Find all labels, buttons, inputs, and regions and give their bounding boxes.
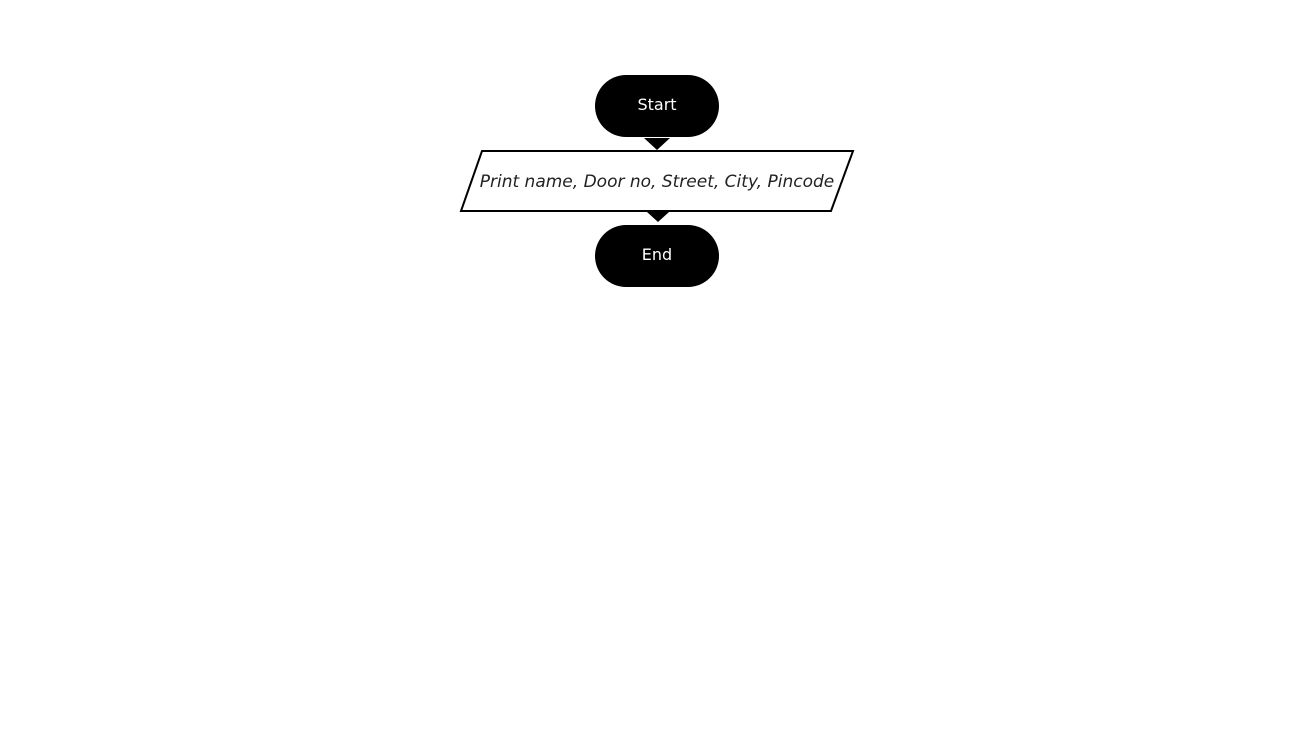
io-node[interactable]: Print name, Door no, Street, City, Pinco… (459, 150, 855, 212)
arrow-start-to-io (644, 138, 670, 150)
start-node[interactable]: Start (595, 75, 719, 137)
end-node-shape (595, 225, 719, 287)
end-node-label: End (642, 245, 672, 264)
start-node-shape (595, 75, 719, 137)
arrow-io-to-end (647, 212, 669, 222)
io-node-label: Print name, Door no, Street, City, Pinco… (480, 172, 835, 192)
start-node-label: Start (637, 95, 676, 114)
end-node[interactable]: End (595, 225, 719, 287)
io-node-shape (459, 150, 855, 212)
